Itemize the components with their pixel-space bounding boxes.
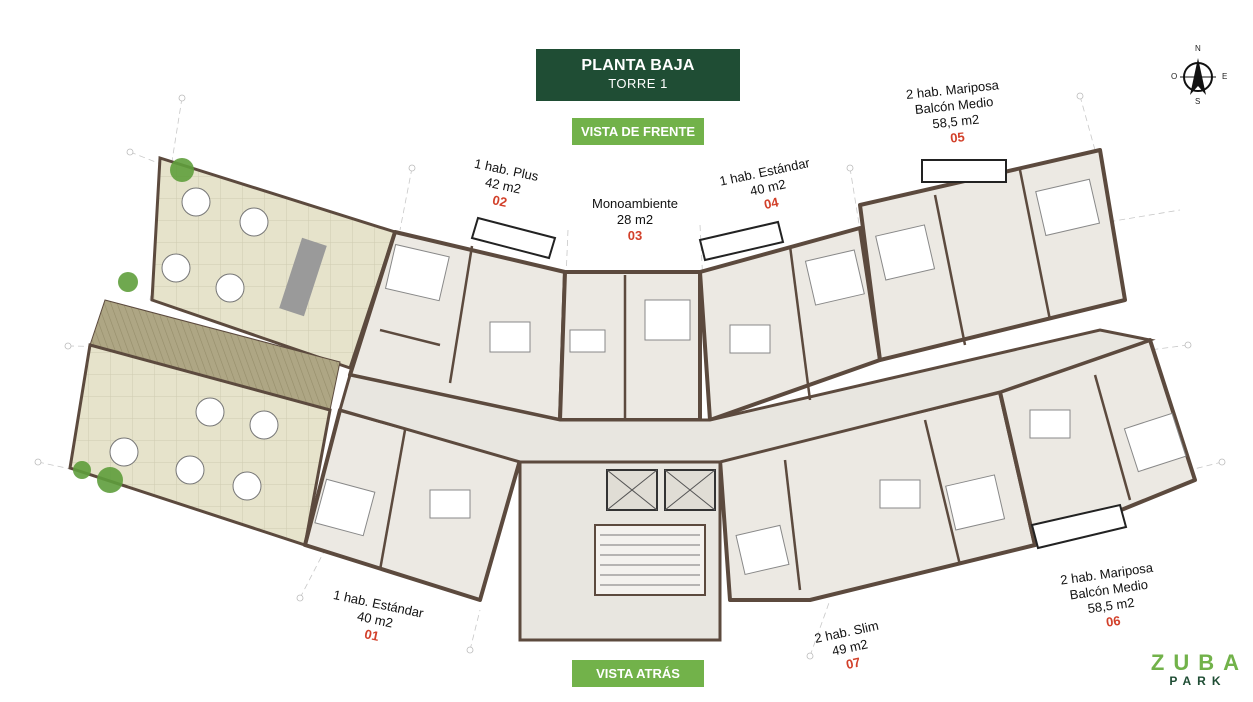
compass-n: N bbox=[1195, 44, 1201, 53]
compass-s: S bbox=[1195, 97, 1201, 106]
page-subtitle: TORRE 1 bbox=[608, 76, 668, 91]
bar-counter bbox=[279, 237, 327, 317]
furniture bbox=[314, 178, 1187, 576]
upper-terrace bbox=[150, 155, 397, 370]
page-title: PLANTA BAJA bbox=[581, 57, 695, 74]
brand-name: ZUBA bbox=[1150, 650, 1248, 675]
compass-o: O bbox=[1171, 72, 1178, 81]
title-box: PLANTA BAJA TORRE 1 bbox=[536, 49, 740, 101]
brand-sub: PARK bbox=[1169, 674, 1227, 688]
stairs bbox=[594, 524, 706, 596]
terrace-tables bbox=[109, 187, 279, 501]
compass-e: E bbox=[1222, 72, 1228, 81]
back-view-badge: VISTA ATRÁS bbox=[572, 660, 704, 687]
front-view-badge: VISTA DE FRENTE bbox=[572, 118, 704, 145]
balconies bbox=[470, 159, 1128, 550]
compass-icon bbox=[1180, 58, 1216, 95]
plants bbox=[73, 158, 194, 493]
corridor bbox=[338, 328, 1156, 464]
partitions bbox=[378, 169, 1132, 591]
brand-logo: ZUBA PARK bbox=[1151, 650, 1239, 688]
